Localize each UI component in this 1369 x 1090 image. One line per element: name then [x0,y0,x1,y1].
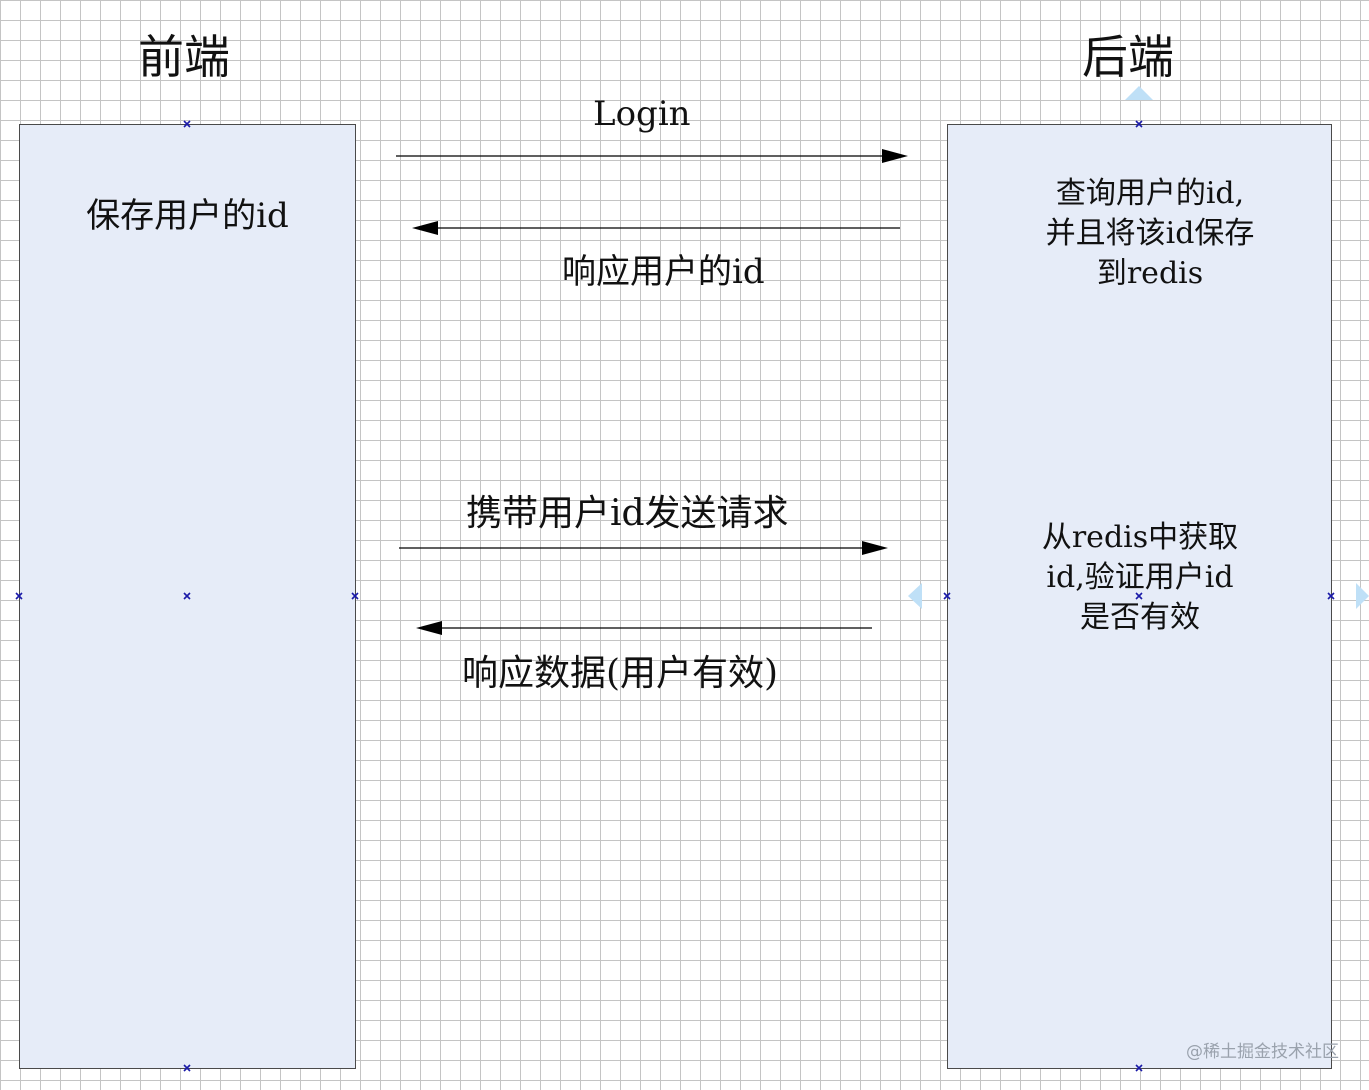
arrow-response-data[interactable] [416,621,872,635]
backend-note-middle: 从redis中获取 id,验证用户id 是否有效 [980,518,1300,638]
frontend-title: 前端 [138,30,230,84]
arrow-request[interactable] [399,541,888,555]
backend-note-top-line: 查询用户的id, [1055,176,1245,211]
backend-title: 后端 [1082,30,1174,84]
message-response-id-label: 响应用户的id [562,252,765,292]
frontend-note-line: 保存用户的id [86,196,289,236]
message-response-data-label: 响应数据(用户有效) [462,653,779,694]
backend-note-top-line: 并且将该id保存 [1045,216,1255,251]
message-request-label: 携带用户id发送请求 [466,493,789,534]
arrow-login[interactable] [396,149,908,163]
backend-note-top-line: 到redis [1096,256,1204,291]
frontend-note: 保存用户的id [19,196,356,236]
message-login-label: Login [593,94,691,134]
backend-note-top: 查询用户的id, 并且将该id保存 到redis [990,174,1310,294]
frontend-lane[interactable] [19,124,356,1069]
backend-note-middle-line: 是否有效 [1080,600,1200,635]
backend-note-middle-line: id,验证用户id [1046,560,1234,595]
backend-note-middle-line: 从redis中获取 [1041,520,1239,555]
watermark: @稀土掘金技术社区 [1186,1042,1339,1062]
arrow-response-id[interactable] [412,221,900,235]
